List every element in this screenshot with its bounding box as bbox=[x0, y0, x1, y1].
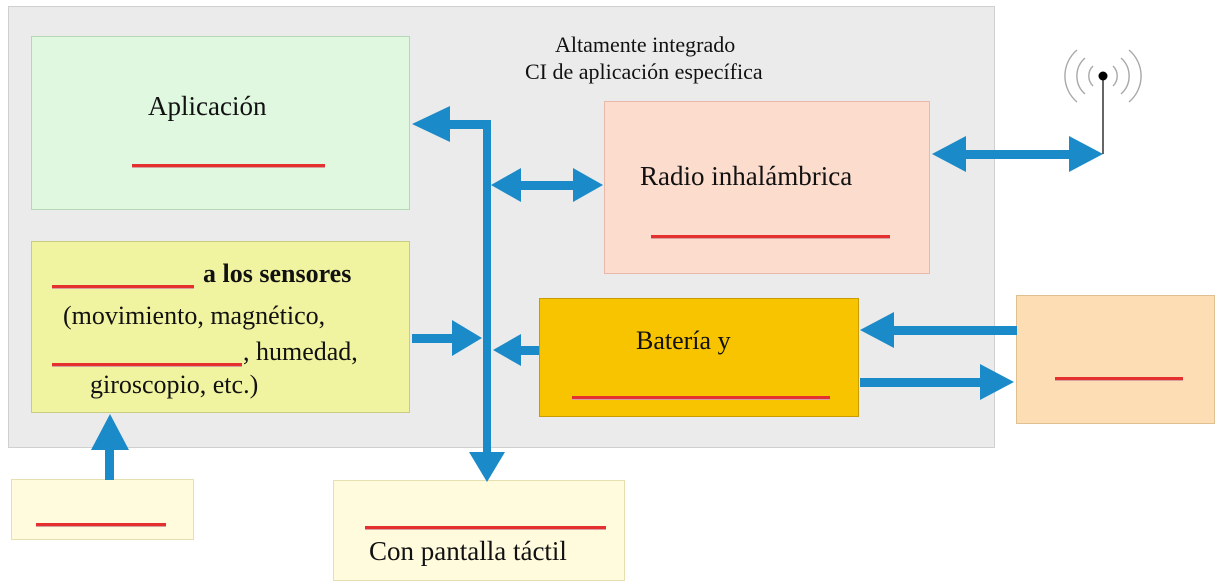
display-box bbox=[333, 480, 625, 581]
battery-title: Batería y bbox=[636, 326, 731, 355]
input-sensor-arrowhead bbox=[91, 414, 129, 450]
power-battery-shaft bbox=[880, 326, 1017, 335]
radio-blank-line bbox=[651, 235, 890, 239]
asic-caption-line1: Altamente integrado bbox=[555, 32, 736, 57]
radio-antenna-right-arrowhead bbox=[1069, 136, 1103, 172]
asic-caption-line2: CI de aplicación específica bbox=[525, 59, 763, 84]
power-source-box bbox=[1016, 295, 1215, 424]
antenna-tip bbox=[1098, 71, 1108, 81]
application-title: Aplicación bbox=[148, 91, 267, 121]
battery-bus-shaft bbox=[510, 346, 539, 355]
radio-box bbox=[604, 101, 930, 274]
sensor-blank-line-1 bbox=[52, 285, 194, 289]
sensor-bus-shaft bbox=[412, 334, 462, 343]
sensor-box bbox=[31, 241, 410, 413]
sensor-line4: giroscopio, etc.) bbox=[90, 370, 259, 399]
bus-vertical-line bbox=[483, 120, 491, 458]
battery-power-arrowhead bbox=[980, 364, 1014, 400]
power-source-blank-line bbox=[1055, 377, 1183, 381]
radio-antenna-shaft bbox=[950, 150, 1080, 159]
input-sensor-shaft bbox=[105, 438, 114, 480]
radio-title: Radio inhalámbrica bbox=[640, 161, 853, 191]
battery-bus-arrowhead bbox=[493, 334, 521, 366]
sensor-blank-line-2 bbox=[52, 363, 242, 367]
sensor-input-box bbox=[11, 479, 194, 540]
bus-radio-right-arrowhead bbox=[573, 168, 603, 202]
sensor-bus-arrowhead bbox=[452, 320, 482, 356]
application-blank-line bbox=[132, 164, 325, 168]
antenna-icon bbox=[1064, 49, 1142, 154]
bus-down-arrowhead bbox=[469, 452, 505, 482]
sensor-line2: (movimiento, magnético, bbox=[63, 301, 326, 330]
sensor-line3: , humedad, bbox=[243, 337, 358, 366]
bus-radio-shaft bbox=[505, 181, 585, 190]
sensor-input-blank-line bbox=[36, 523, 166, 527]
power-battery-arrowhead bbox=[860, 312, 894, 348]
display-title: Con pantalla táctil bbox=[369, 536, 567, 566]
bus-to-app-shaft bbox=[440, 120, 491, 129]
display-blank-line bbox=[365, 526, 606, 530]
radio-antenna-left-arrowhead bbox=[932, 136, 966, 172]
sensor-title: a los sensores bbox=[203, 259, 352, 288]
bus-to-app-arrowhead bbox=[412, 106, 450, 142]
battery-blank-line bbox=[572, 396, 830, 400]
battery-power-shaft bbox=[860, 378, 985, 387]
application-box bbox=[31, 36, 410, 210]
bus-radio-left-arrowhead bbox=[491, 168, 521, 202]
